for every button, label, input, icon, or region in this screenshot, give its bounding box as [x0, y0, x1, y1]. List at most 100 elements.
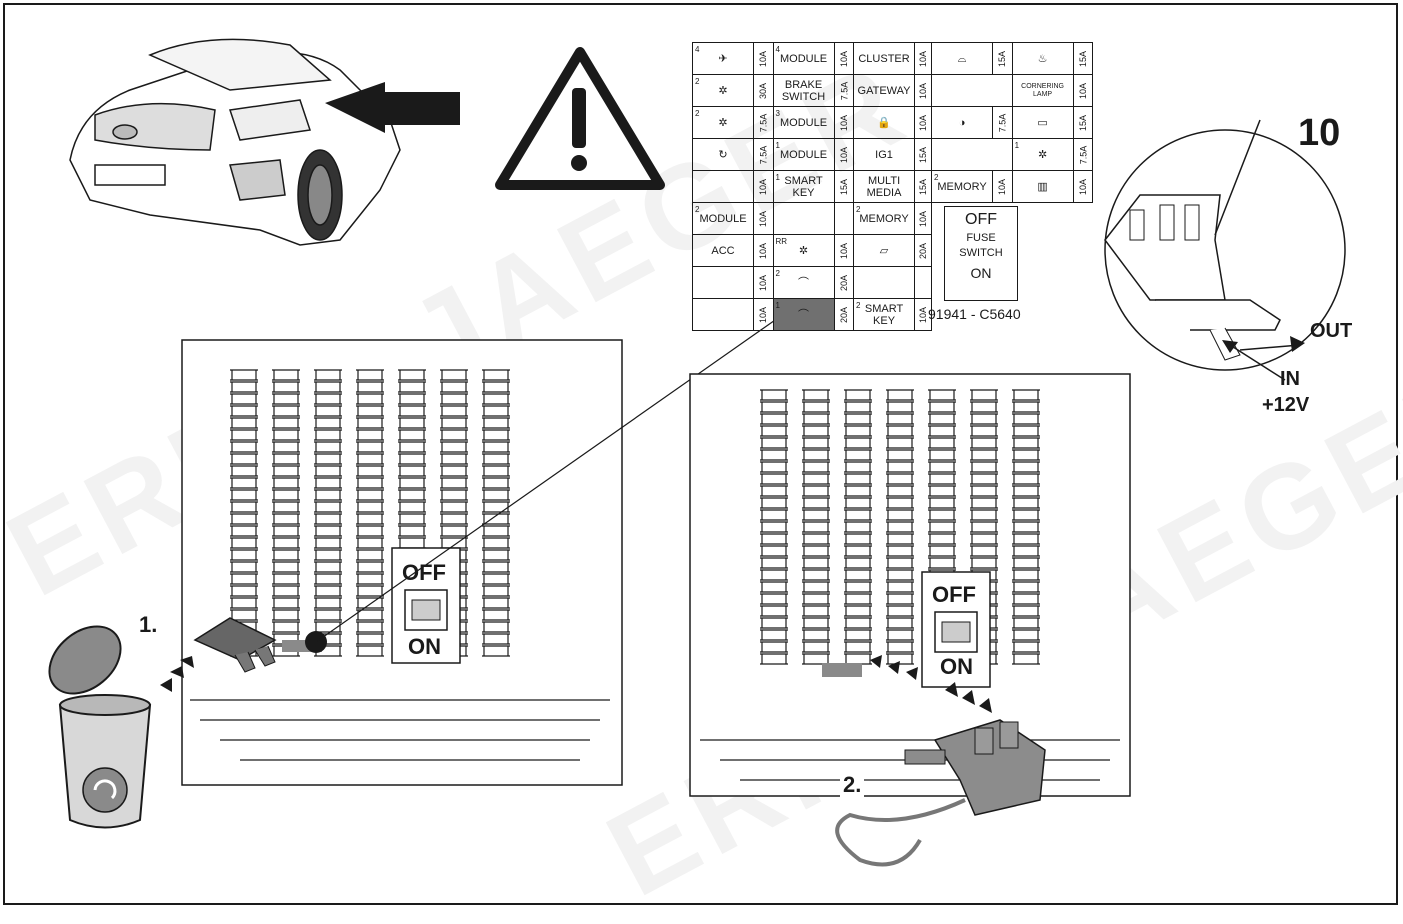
- fuse-slot: [886, 461, 914, 473]
- fuse-slot: [970, 557, 998, 569]
- fuse-slot: [886, 413, 914, 425]
- fuse-slot: [844, 497, 872, 509]
- fuse-slot: [928, 509, 956, 521]
- fuse-slot: [928, 401, 956, 413]
- fuse-slot: [272, 405, 300, 417]
- fuse-slot: [1012, 497, 1040, 509]
- fuse-slot: [272, 597, 300, 609]
- pointer-arrow: [325, 82, 460, 133]
- fuse-slot: [1012, 401, 1040, 413]
- fuse-slot: [398, 501, 426, 513]
- fuse-slot: [886, 509, 914, 521]
- fuse-slot: [760, 425, 788, 437]
- fuse-slot: [272, 609, 300, 621]
- fuse-slot: [1012, 641, 1040, 653]
- fuse-rating: 15A: [997, 50, 1008, 67]
- fuse-slot: [356, 441, 384, 453]
- fuse-slot: [482, 477, 510, 489]
- fuse-rating: 10A: [1077, 82, 1088, 99]
- defrost-icon: ♨: [1011, 42, 1074, 75]
- fuse-slot: [356, 501, 384, 513]
- fuse-slot: [1012, 593, 1040, 605]
- fuse-slot: [482, 381, 510, 393]
- fuse-slot: [802, 617, 830, 629]
- lamp-icon: ▭: [1011, 106, 1074, 139]
- fuse-slot: [802, 401, 830, 413]
- fuse-slot: [970, 545, 998, 557]
- fuse-slot: [802, 437, 830, 449]
- fuse-slot: [398, 525, 426, 537]
- fuse-slot: [928, 521, 956, 533]
- fuse-slot: [482, 369, 510, 381]
- fuse-switch-on: ON: [970, 265, 992, 281]
- removed-fuse: [193, 617, 277, 673]
- fuse-box-panel-right: [689, 373, 1131, 867]
- fuse-slot: [802, 629, 830, 641]
- callout-number: 10: [1298, 112, 1341, 154]
- fuse-slot: [482, 561, 510, 573]
- fuse-slot: [482, 405, 510, 417]
- fuse-slot: [314, 405, 342, 417]
- fuse-slot: [356, 477, 384, 489]
- diagram-frame: [3, 3, 1398, 905]
- fuse-slot: [886, 521, 914, 533]
- part-number: 91941 - C5640: [928, 306, 1021, 322]
- fuse-rating: 10A: [758, 242, 769, 259]
- fuse-slot: [802, 497, 830, 509]
- lock-icon: 🔒: [853, 106, 916, 139]
- fuse-slot: [802, 413, 830, 425]
- fuse-label: MODULE: [779, 116, 828, 129]
- fuse-slot: [1012, 473, 1040, 485]
- fuse-slot: [760, 617, 788, 629]
- fuse-slot: [230, 453, 258, 465]
- fuse-slot: [886, 581, 914, 593]
- fuse-slot: [314, 621, 342, 633]
- fuse-switch-off: OFF: [965, 211, 997, 228]
- fuse-slot: [760, 629, 788, 641]
- fuse-rating: 10A: [918, 50, 929, 67]
- fuse-slot: [482, 417, 510, 429]
- fuse-slot: [398, 453, 426, 465]
- fuse-slot: [314, 477, 342, 489]
- fuse-slot: [356, 645, 384, 657]
- fuse-slot: [314, 525, 342, 537]
- fuse-slot: [314, 645, 342, 657]
- fuse-slot: [1012, 557, 1040, 569]
- fuse-slot: [970, 425, 998, 437]
- fuse-slot: [314, 369, 342, 381]
- fuse-slot: [272, 489, 300, 501]
- fuse-slot: [398, 393, 426, 405]
- switch-on-left: ON: [408, 634, 441, 659]
- fuse-slot: [356, 393, 384, 405]
- fuse-slot: [230, 597, 258, 609]
- fuse-slot: [760, 533, 788, 545]
- fuse-slot: [970, 509, 998, 521]
- fuse-slot: [1012, 569, 1040, 581]
- fuse-slot: [760, 473, 788, 485]
- car-roof-icon: 2⌒: [772, 266, 835, 299]
- fuse-slot: [314, 597, 342, 609]
- fuse-slot: [398, 489, 426, 501]
- fuse-label: CORNERING LAMP: [1011, 74, 1074, 107]
- car-icon: [69, 38, 401, 246]
- fuse-slot: [886, 545, 914, 557]
- fuse-slot: [356, 417, 384, 429]
- out-label: OUT: [1310, 320, 1353, 342]
- fuse-slot: [482, 549, 510, 561]
- fuse-slot: [886, 605, 914, 617]
- fuse-slot: [886, 533, 914, 545]
- fuse-slot: [230, 549, 258, 561]
- fuse-slot: [760, 389, 788, 401]
- fuse-slot: [272, 501, 300, 513]
- fuse-slot: [1012, 521, 1040, 533]
- fuse-slot: [314, 513, 342, 525]
- fuse-slot: [886, 401, 914, 413]
- fuse-label: CLUSTER: [858, 52, 910, 65]
- door-icon: ▱: [853, 234, 916, 267]
- fuse-slot: [970, 461, 998, 473]
- fuse-rating: 10A: [838, 114, 849, 131]
- fuse-slot: [970, 533, 998, 545]
- fuse-slot: [1012, 425, 1040, 437]
- fuse-slot: [802, 485, 830, 497]
- fuse-slot: [272, 549, 300, 561]
